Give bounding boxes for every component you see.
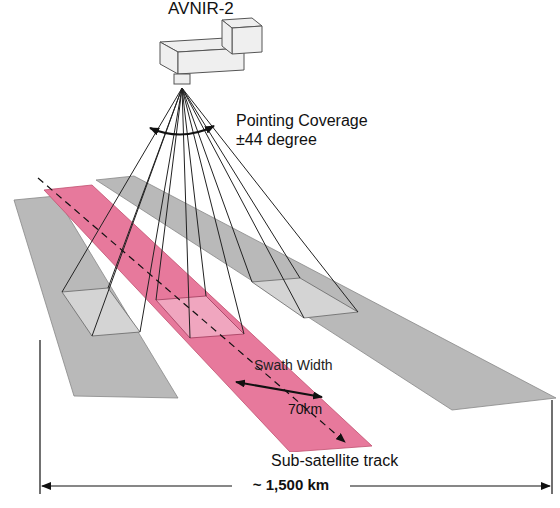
track-label: Sub-satellite track (268, 452, 401, 470)
swath-label: Swath Width (254, 358, 333, 373)
right-footprint (252, 278, 358, 318)
coverage-dimension-label: ~ 1,500 km (250, 477, 332, 494)
sub-satellite-track-line (38, 178, 345, 442)
swath-value: 70km (288, 402, 322, 417)
swath-arrow (236, 382, 322, 397)
sensor-body (160, 18, 262, 84)
coverage-dimension (40, 340, 552, 494)
sensor-name: AVNIR-2 (168, 0, 234, 19)
coverage-label: Pointing Coverage (236, 112, 368, 130)
pointing-arc (150, 126, 214, 135)
nadir-footprint (156, 296, 244, 338)
coverage-angle: ±44 degree (236, 131, 317, 149)
